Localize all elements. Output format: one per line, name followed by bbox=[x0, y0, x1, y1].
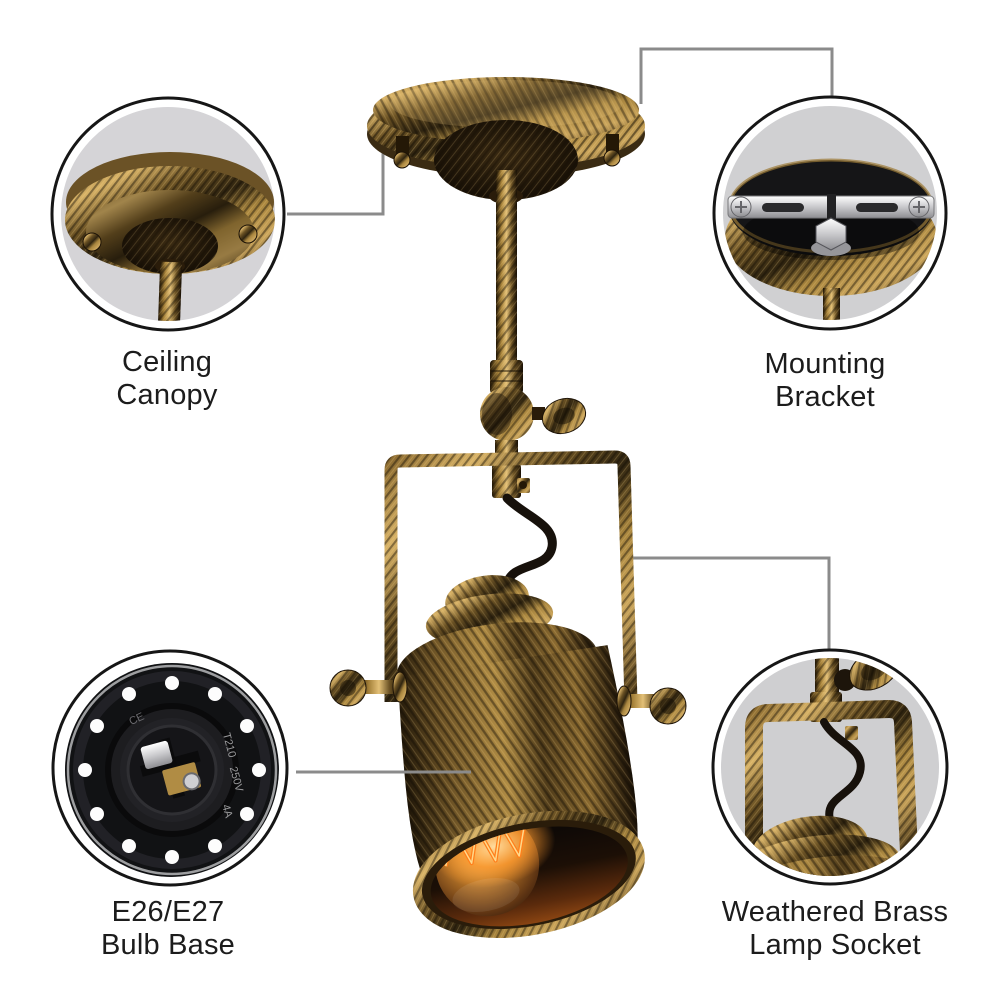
texture-overlay bbox=[434, 120, 578, 200]
label-mounting-bracket: Mounting Bracket bbox=[765, 348, 886, 414]
label-line: Weathered Brass bbox=[721, 896, 949, 928]
label-line: Bulb Base bbox=[101, 929, 235, 961]
inset-photo-canopy bbox=[61, 107, 275, 321]
housing-holes bbox=[78, 676, 266, 864]
texture-overlay bbox=[492, 464, 521, 498]
texture-overlay bbox=[480, 387, 534, 441]
label-line: Canopy bbox=[116, 379, 218, 411]
contact-screw bbox=[182, 772, 201, 791]
ball-shadow bbox=[482, 393, 512, 435]
screw-cross-right bbox=[913, 201, 925, 213]
housing-rim-highlight bbox=[66, 664, 278, 876]
texture-overlay bbox=[122, 218, 218, 274]
bulb-base-inset: T210 250V 4A CE bbox=[51, 649, 289, 887]
canopy-screw-right bbox=[603, 134, 621, 167]
bracket-slot-left bbox=[762, 203, 804, 212]
yoke-frame bbox=[384, 450, 638, 703]
label-ceiling-canopy: Ceiling Canopy bbox=[116, 346, 217, 412]
wing-screw-knob bbox=[541, 397, 587, 435]
inset-photo-lamp-socket bbox=[721, 658, 939, 876]
lamp-shade bbox=[396, 575, 645, 939]
texture-overlay bbox=[815, 658, 839, 692]
wire-detail bbox=[820, 718, 865, 824]
texture-overlay bbox=[745, 699, 918, 853]
texture-overlay bbox=[157, 261, 183, 321]
texture-overlay bbox=[373, 77, 639, 143]
bracket-slot-right bbox=[856, 203, 898, 212]
inset-photo-socket-base: T210 250V 4A CE bbox=[61, 659, 279, 877]
label-lamp-socket: Weathered Brass Lamp Socket bbox=[722, 896, 949, 962]
texture-overlay bbox=[496, 170, 517, 368]
set-screw-detail bbox=[845, 726, 858, 740]
swivel-joint bbox=[480, 360, 587, 498]
glass-reflection bbox=[452, 878, 520, 913]
ceiling-canopy-inset bbox=[50, 96, 286, 332]
label-line: Mounting bbox=[764, 348, 886, 380]
shade-mouth bbox=[412, 810, 645, 939]
ceiling-canopy bbox=[367, 77, 645, 204]
lamp-wire bbox=[502, 493, 557, 589]
downrod-detail bbox=[157, 261, 183, 321]
thumbscrew-left bbox=[329, 669, 408, 707]
connector-line-lamp-socket bbox=[624, 556, 831, 649]
downrod bbox=[496, 170, 517, 368]
texture-overlay bbox=[823, 288, 840, 320]
label-line: Ceiling bbox=[121, 346, 213, 378]
label-line: E26/E27 bbox=[111, 896, 225, 928]
canopy-highlight bbox=[390, 80, 622, 128]
connector-line-mounting-bracket bbox=[639, 47, 834, 104]
mounting-bracket-inset bbox=[712, 95, 948, 331]
inset-photo-bracket bbox=[723, 106, 937, 320]
canopy-screw-detail-right bbox=[238, 224, 258, 244]
texture-overlay bbox=[490, 360, 523, 394]
socket-marking-ce: CE bbox=[127, 711, 146, 728]
socket-marking-amps: 4A bbox=[219, 803, 234, 820]
thumbscrew-right bbox=[616, 685, 687, 725]
label-line: Bracket bbox=[775, 381, 875, 413]
socket-contacts bbox=[139, 737, 201, 799]
screw-cross-left bbox=[735, 201, 747, 213]
set-screw-head bbox=[519, 481, 527, 489]
canopy-screw-left bbox=[393, 136, 411, 169]
texture-overlay bbox=[412, 810, 645, 939]
connector-line-ceiling-canopy bbox=[287, 128, 385, 216]
canopy-screw-detail-left bbox=[82, 232, 102, 252]
neutral-contact bbox=[140, 740, 173, 770]
lamp-socket-inset bbox=[711, 648, 949, 886]
wing-screw-stem bbox=[532, 407, 545, 420]
label-line: Lamp Socket bbox=[749, 929, 921, 961]
hex-nut bbox=[815, 217, 847, 251]
label-bulb-base: E26/E27 Bulb Base bbox=[101, 896, 235, 962]
texture-overlay bbox=[384, 450, 638, 703]
threaded-stud bbox=[827, 194, 836, 222]
ceiling-lamp bbox=[329, 77, 687, 939]
